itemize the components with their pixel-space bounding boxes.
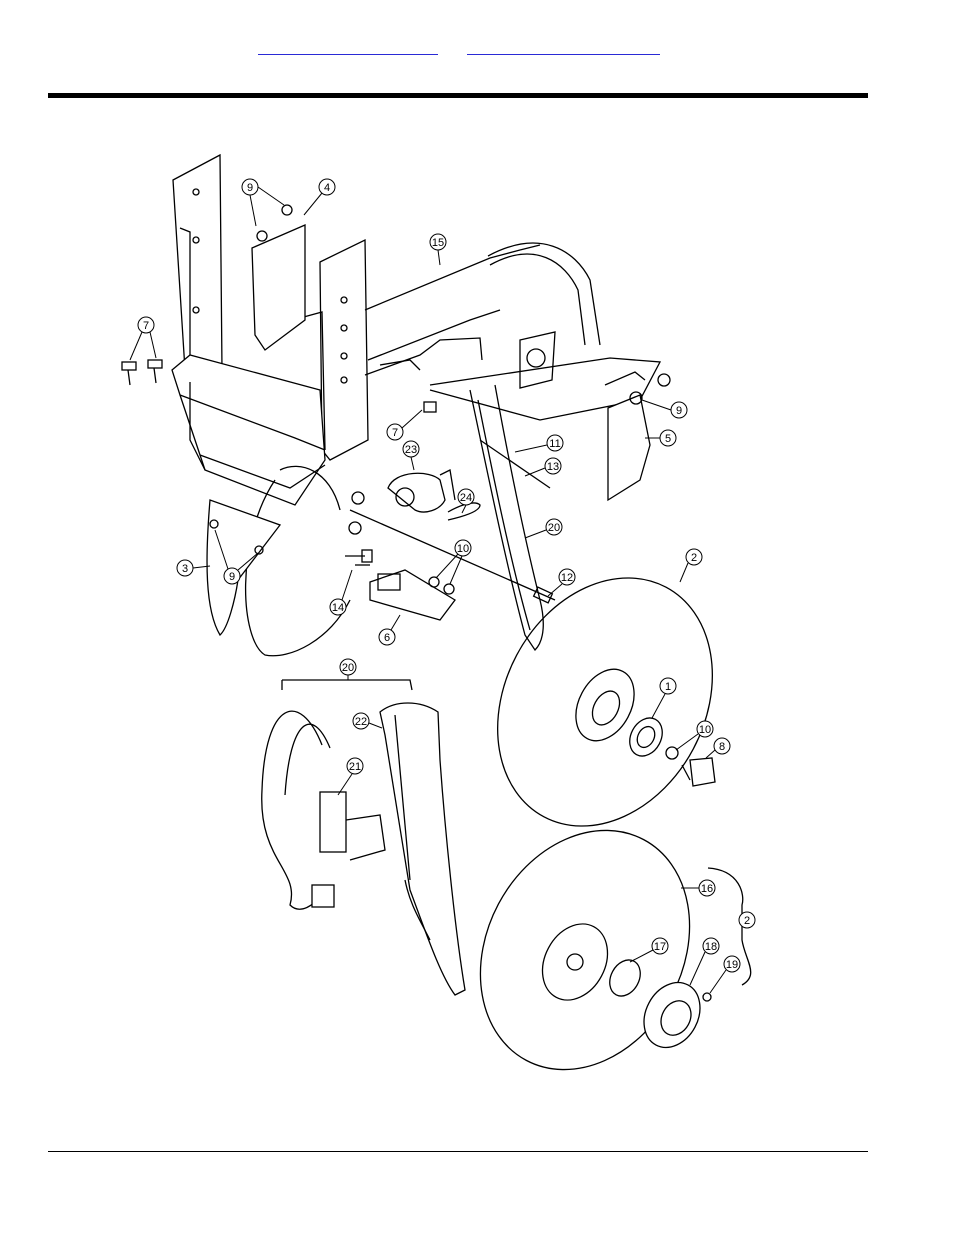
callout-2: 2 [739,912,755,928]
svg-text:9: 9 [676,405,682,417]
footer-rule [48,1151,868,1152]
svg-text:20: 20 [342,662,354,674]
callout-8: 8 [706,738,730,758]
callout-4: 4 [304,179,335,215]
callout-7: 7 [387,410,422,440]
callout-6: 6 [379,615,400,645]
svg-text:15: 15 [432,237,444,249]
callout-9: 9 [242,179,284,226]
svg-text:11: 11 [549,438,560,450]
svg-text:6: 6 [384,632,390,644]
svg-text:12: 12 [561,572,573,584]
svg-text:8: 8 [719,741,725,753]
callout-12: 12 [548,569,575,596]
svg-text:19: 19 [726,959,738,971]
svg-text:4: 4 [324,182,330,194]
svg-text:3: 3 [182,563,188,575]
svg-text:14: 14 [332,602,344,614]
callout-7: 7 [130,317,156,360]
svg-text:20: 20 [548,522,560,534]
callout-24: 24 [458,489,474,513]
svg-text:22: 22 [355,716,367,728]
svg-text:17: 17 [654,941,666,953]
assembly-linework [122,155,754,1106]
svg-text:9: 9 [247,182,253,194]
callout-9: 9 [642,400,687,418]
callout-11: 11 [515,435,563,452]
svg-text:21: 21 [349,761,361,773]
callout-18: 18 [690,938,719,985]
callout-21: 21 [338,758,363,795]
callout-1: 1 [652,678,676,718]
svg-text:10: 10 [457,543,469,555]
callout-10: 10 [436,540,471,584]
svg-text:16: 16 [701,883,713,895]
svg-text:7: 7 [392,427,398,439]
callout-22: 22 [353,713,382,729]
svg-text:9: 9 [229,571,235,583]
svg-text:10: 10 [699,724,711,736]
callout-13: 13 [525,458,561,476]
callout-17: 17 [630,938,668,962]
callout-23: 23 [403,441,419,470]
callout-16: 16 [681,880,715,896]
svg-text:2: 2 [744,915,750,927]
svg-text:23: 23 [405,444,417,456]
callout-20: 20 [525,519,562,538]
svg-text:5: 5 [665,433,671,445]
svg-text:2: 2 [691,552,697,564]
callout-19: 19 [710,956,740,993]
callout-20: 20 [340,659,356,680]
svg-text:24: 24 [460,492,472,504]
svg-text:13: 13 [547,461,559,473]
svg-text:18: 18 [705,941,717,953]
callout-14: 14 [330,570,352,615]
callout-2: 2 [680,549,702,582]
callout-15: 15 [430,234,446,265]
callout-3: 3 [177,560,210,576]
svg-text:7: 7 [143,320,149,332]
svg-text:1: 1 [665,681,671,693]
